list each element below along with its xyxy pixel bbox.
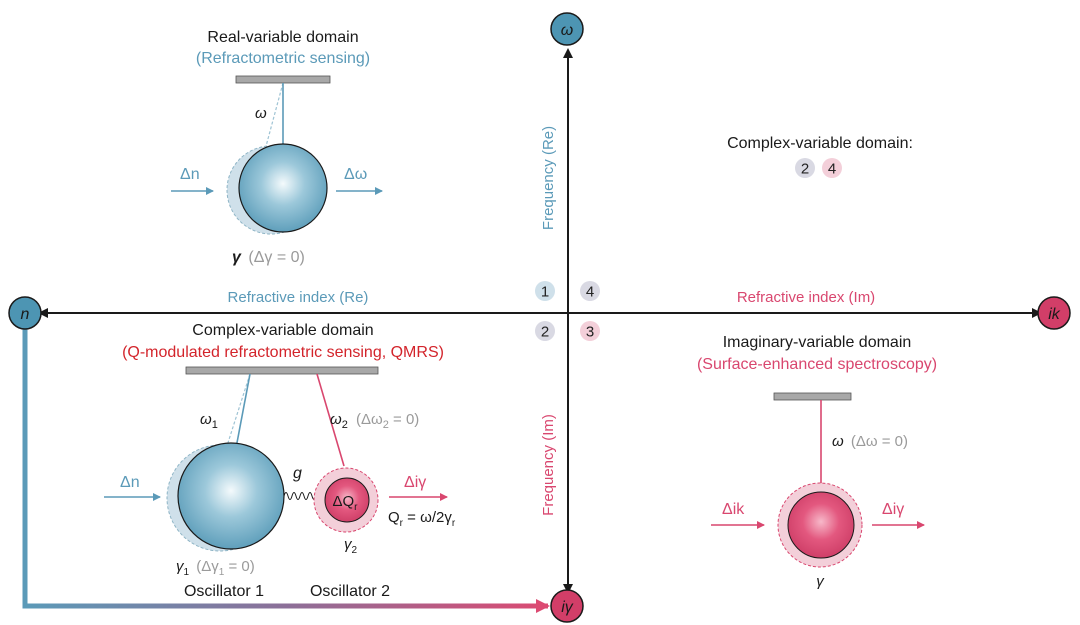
br-delta-igamma: Δiγ <box>882 501 904 518</box>
bl-delta-q: ΔQr <box>332 493 358 513</box>
node-omega: ω <box>550 12 584 46</box>
tl-title: Real-variable domain <box>207 29 358 46</box>
bl-string1-ghost <box>224 373 251 453</box>
bl-string1 <box>235 373 251 449</box>
domain-transition-path <box>22 327 550 613</box>
bl-oscillator2: Oscillator 2 <box>310 583 390 600</box>
svg-text:1: 1 <box>541 284 549 301</box>
bl-coupling-spring <box>283 492 317 500</box>
bl-string2 <box>316 373 345 467</box>
bl-bob2 <box>324 477 370 523</box>
bl-bob1 <box>177 442 285 550</box>
node-igamma: iγ <box>550 589 584 623</box>
bl-pendulum-bar <box>185 366 379 375</box>
tl-bob <box>238 143 328 233</box>
br-subtitle: (Surface-enhanced spectroscopy) <box>697 356 937 373</box>
svg-text:ik: ik <box>1048 306 1061 323</box>
tr-badge-4: 4 <box>822 158 842 178</box>
br-bob <box>787 491 855 559</box>
bl-omega2: ω2 (Δω2 = 0) <box>330 411 419 432</box>
tl-subtitle: (Refractometric sensing) <box>196 50 370 67</box>
bl-coupling-label: g <box>293 465 302 482</box>
tr-badge-2: 2 <box>795 158 815 178</box>
axis-label-frequency-re: Frequency (Re) <box>540 126 557 230</box>
br-pendulum-bar <box>773 392 852 401</box>
node-ik: ik <box>1037 296 1071 330</box>
br-omega: ω (Δω = 0) <box>832 433 908 450</box>
axis-label-refractive-re: Refractive index (Re) <box>228 289 369 306</box>
svg-text:4: 4 <box>828 161 836 178</box>
quadrant-badge-2: 2 <box>535 321 555 341</box>
quadrant-badge-3: 3 <box>580 321 600 341</box>
svg-text:n: n <box>21 306 30 323</box>
br-gamma: γ <box>816 573 825 590</box>
tl-gamma: γ (Δγ = 0) <box>232 249 305 266</box>
tl-delta-n: Δn <box>180 166 200 183</box>
svg-text:2: 2 <box>801 161 809 178</box>
quadrant-badge-4: 4 <box>580 281 600 301</box>
tl-delta-omega: Δω <box>344 166 367 183</box>
tl-string-ghost <box>264 82 284 151</box>
svg-text:4: 4 <box>586 284 594 301</box>
svg-text:iγ: iγ <box>561 599 574 616</box>
node-n: n <box>8 296 42 330</box>
quadrant-badge-1: 1 <box>535 281 555 301</box>
br-title: Imaginary-variable domain <box>723 334 912 351</box>
bl-gamma2: γ2 <box>344 536 358 556</box>
tl-omega-label: ω <box>255 105 267 122</box>
bl-delta-n: Δn <box>120 474 140 491</box>
bl-title: Complex-variable domain <box>192 322 373 339</box>
svg-text:ω: ω <box>561 22 573 39</box>
tr-title: Complex-variable domain: <box>727 135 913 152</box>
svg-text:2: 2 <box>541 324 549 341</box>
bl-subtitle: (Q-modulated refractometric sensing, QMR… <box>122 344 444 361</box>
bl-oscillator1: Oscillator 1 <box>184 583 264 600</box>
bl-omega1: ω1 <box>200 411 218 431</box>
tl-pendulum-bar <box>235 75 331 84</box>
bl-gamma1: γ1 (Δγ1 = 0) <box>176 558 255 579</box>
bl-q-formula: Qr = ω/2γr <box>388 509 456 529</box>
br-delta-ik: Δik <box>722 501 745 518</box>
axis-label-frequency-im: Frequency (Im) <box>540 414 557 516</box>
svg-text:3: 3 <box>586 324 594 341</box>
bl-delta-igamma: Δiγ <box>404 474 426 491</box>
axis-label-refractive-im: Refractive index (Im) <box>737 289 875 306</box>
